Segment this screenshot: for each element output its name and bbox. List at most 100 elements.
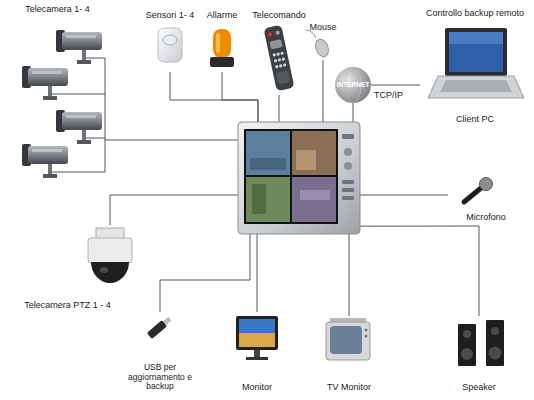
internet-node: INTERNET (335, 67, 371, 103)
node-label: Sensori 1- 4 (146, 10, 195, 20)
internet-globe (335, 67, 371, 103)
dvr-illustration (342, 196, 354, 200)
speaker-illustration (489, 347, 502, 360)
alarm-illustration (216, 33, 220, 53)
connector-line (371, 85, 420, 86)
dvr-illustration (244, 129, 338, 224)
tv-illustration (365, 329, 368, 332)
monitor-illustration (239, 333, 275, 347)
laptop-illustration (428, 28, 524, 98)
camera-illustration (22, 144, 68, 178)
speaker-device: Speaker (446, 316, 512, 392)
sensor-illustration (163, 35, 177, 45)
connector-line (105, 139, 238, 140)
node-label: Microfono (466, 212, 506, 222)
dvr-illustration (292, 177, 336, 222)
monitor-illustration (254, 350, 260, 358)
microphone-illustration (464, 178, 493, 203)
connector-line (323, 60, 324, 122)
speaker-illustration (491, 327, 499, 335)
alarm-device: Allarme (202, 10, 242, 72)
node-label: Mouse (309, 22, 336, 32)
node-label: Telecamera PTZ 1 - 4 (24, 300, 111, 310)
dvr-illustration (252, 184, 266, 214)
tv-illustration (330, 326, 362, 354)
monitor-device: Monitor (226, 312, 288, 392)
mouse-illustration (313, 37, 330, 58)
node-label: Allarme (207, 10, 238, 20)
usb-device: USB per aggiornamento e backup (122, 312, 198, 392)
dvr-illustration (238, 122, 360, 234)
ptz-camera: Telecamera PTZ 1 - 4 (5, 225, 130, 310)
remote-illustration (281, 57, 285, 61)
ptz-camera-illustration (88, 228, 132, 283)
speaker-illustration (461, 348, 473, 360)
node-label: Controllo backup remoto (426, 8, 524, 18)
ptz-camera-illustration (91, 262, 129, 283)
usb-illustration (163, 317, 172, 325)
node-label: Monitor (242, 382, 272, 392)
monitor-illustration (236, 316, 278, 360)
mouse-device: Mouse (308, 22, 338, 60)
laptop-illustration (449, 32, 503, 44)
remote-illustration (268, 32, 273, 37)
remote-illustration (276, 52, 280, 56)
connector-line (349, 234, 350, 316)
camera-illustration (22, 30, 102, 178)
speaker-illustration (463, 330, 471, 338)
microphone-illustration (464, 188, 481, 202)
tv-illustration (365, 335, 368, 338)
remote-illustration (264, 25, 295, 91)
protocol-label: TCP/IP (374, 90, 403, 100)
node-label: USB per aggiornamento e backup (122, 363, 198, 392)
camera-group: Telecamera 1- 4 (10, 4, 105, 194)
tv-illustration (326, 318, 370, 360)
remote-illustration (280, 51, 284, 55)
dvr-illustration (342, 180, 354, 184)
dvr-illustration (344, 162, 352, 170)
alarm-illustration (210, 57, 234, 67)
connector-line (110, 195, 238, 225)
alarm-illustration (210, 29, 234, 67)
connector-line (257, 234, 258, 312)
camera-bus-wire (52, 172, 105, 173)
laptop-illustration (449, 32, 503, 72)
tv-illustration (326, 322, 370, 360)
connector-line (353, 103, 354, 122)
dvr-illustration (246, 177, 290, 222)
dvr-illustration (246, 131, 290, 175)
laptop-illustration (445, 28, 507, 76)
speaker-illustration (458, 320, 504, 366)
dvr-illustration (342, 188, 354, 192)
remote-illustration (272, 53, 276, 57)
speaker-illustration (458, 324, 476, 366)
camera-illustration (56, 30, 102, 64)
connector-line (278, 95, 279, 122)
mouse-illustration (306, 30, 331, 59)
monitor-illustration (236, 316, 278, 350)
microphone-device: Microfono (448, 172, 524, 222)
dvr-illustration (250, 158, 286, 170)
node-label: Telecomando (252, 10, 306, 20)
dvr-illustration (342, 134, 354, 139)
dvr-illustration (238, 122, 360, 234)
remote-illustration (279, 64, 283, 68)
dvr-illustration (292, 131, 336, 175)
internet-globe (335, 67, 371, 103)
camera-bus-wire (86, 58, 105, 59)
usb-illustration (147, 320, 167, 339)
connector-line (222, 72, 258, 122)
monitor-illustration (246, 357, 268, 360)
monitor-illustration (239, 319, 275, 347)
node-label: INTERNET (337, 81, 370, 88)
dvr-illustration (296, 150, 316, 170)
camera-bus-wire (52, 94, 105, 95)
sensor-device: Sensori 1- 4 (140, 10, 200, 72)
remote-illustration (278, 58, 282, 62)
remote-illustration (264, 25, 295, 91)
laptop-illustration (440, 80, 512, 92)
node-label: Telecamera 1- 4 (25, 4, 90, 14)
tv-monitor-device: TV Monitor (316, 316, 382, 392)
